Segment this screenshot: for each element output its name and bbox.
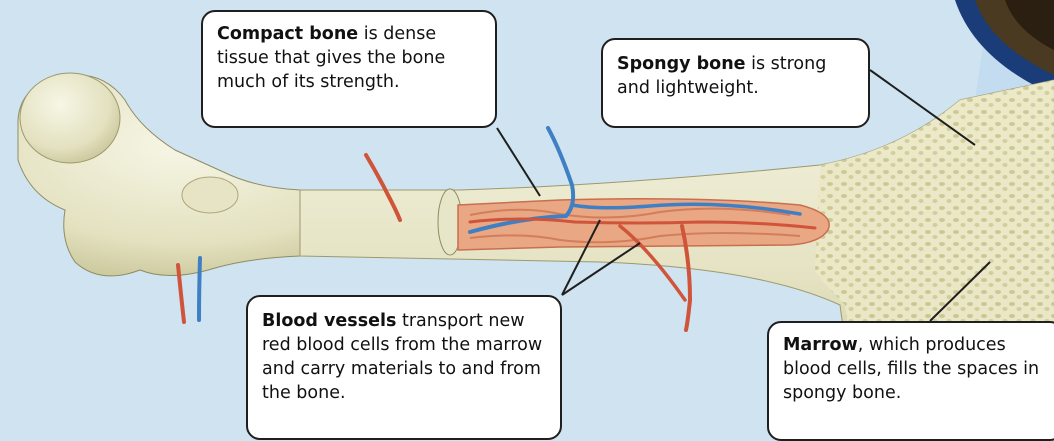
blood-vessels-callout: Blood vessels transport new red blood ce… <box>246 295 562 440</box>
spongy-bone-term: Spongy bone <box>617 54 746 74</box>
marrow-term: Marrow <box>783 335 858 355</box>
marrow-callout: Marrow, which produces blood cells, fill… <box>767 321 1054 441</box>
compact-bone-term: Compact bone <box>217 24 358 44</box>
compact-bone-callout: Compact bone is dense tissue that gives … <box>201 10 497 128</box>
spongy-bone-callout: Spongy bone is strong and lightweight. <box>601 38 870 128</box>
blood-vessels-term: Blood vessels <box>262 311 396 331</box>
